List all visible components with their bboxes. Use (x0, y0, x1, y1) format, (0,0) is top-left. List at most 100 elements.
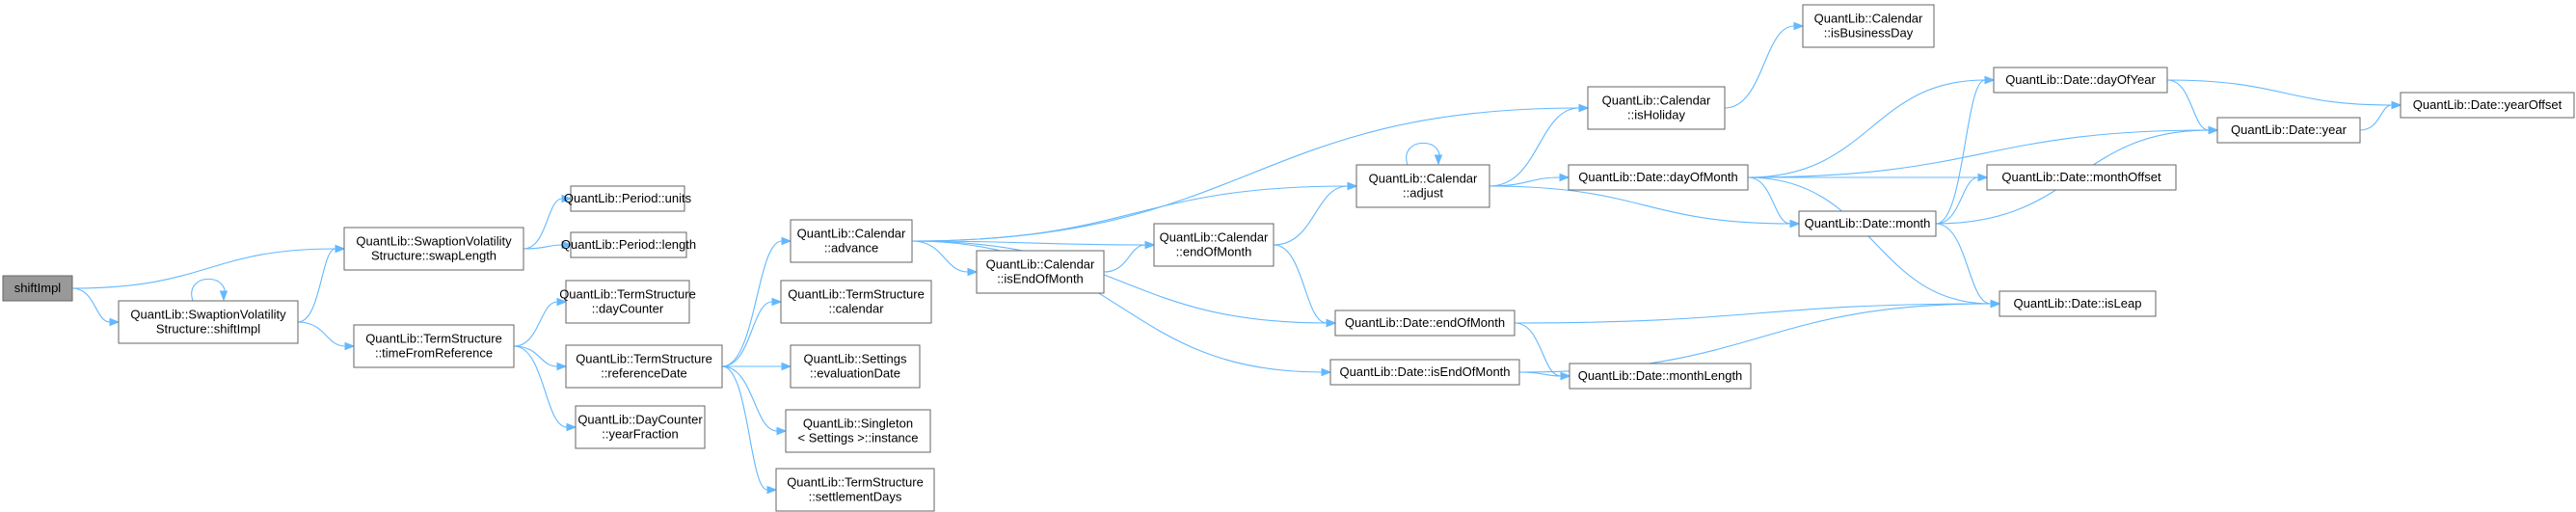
node-label: QuantLib::Calendar (797, 227, 906, 241)
node-cal-isEndOfMonth[interactable]: QuantLib::Calendar::isEndOfMonth (976, 250, 1105, 294)
node-label: QuantLib::Date::endOfMonth (1345, 315, 1505, 330)
arrowhead-icon (967, 267, 979, 277)
node-label: ::isBusinessDay (1824, 26, 1914, 40)
arrowhead-icon (1321, 367, 1332, 377)
edge-line (513, 301, 558, 347)
arrowhead-icon (1144, 240, 1156, 250)
arrowhead-icon (771, 297, 783, 307)
node-label: ::yearFraction (602, 427, 678, 442)
arrowhead-icon (1578, 103, 1590, 113)
node-svs-swapLength[interactable]: QuantLib::SwaptionVolatilityStructure::s… (343, 227, 524, 271)
node-date-endOfMonth[interactable]: QuantLib::Date::endOfMonth (1334, 310, 1516, 337)
edge-line (1273, 185, 1349, 246)
edge-cal_endOfMonth-to-date_endOfMonth (1273, 244, 1337, 328)
node-label: QuantLib::Date::year (2231, 122, 2348, 137)
node-box (2400, 92, 2575, 119)
node-cal-endOfMonth[interactable]: QuantLib::Calendar::endOfMonth (1153, 223, 1275, 267)
node-label: QuantLib::DayCounter (577, 413, 703, 427)
node-ts-calendar[interactable]: QuantLib::TermStructure::calendar (780, 280, 932, 324)
arrowhead-icon (781, 236, 792, 246)
edge-ts_referenceDate-to-singleton_instance (721, 365, 788, 436)
node-settings-evaluationDate[interactable]: QuantLib::Settings::evaluationDate (790, 344, 921, 389)
arrowhead-icon (776, 426, 788, 436)
edge-line (513, 345, 558, 367)
node-box (565, 280, 690, 324)
node-ts-settlementDays[interactable]: QuantLib::TermStructure::settlementDays (775, 468, 935, 512)
edge-line (523, 244, 563, 250)
node-date-yearOffset[interactable]: QuantLib::Date::yearOffset (2400, 92, 2575, 119)
edge-shiftImpl-to-svs_shiftImpl (71, 287, 121, 327)
node-box (1153, 223, 1275, 267)
edge-cal_isEndOfMonth-to-cal_endOfMonth (1103, 240, 1156, 273)
edge-line (1747, 79, 1986, 178)
edges-layer (71, 21, 2402, 495)
node-label: QuantLib::Calendar (986, 257, 1095, 272)
node-label: Structure::swapLength (371, 249, 496, 263)
node-box (976, 250, 1105, 294)
node-cal-advance[interactable]: QuantLib::Calendar::advance (790, 219, 913, 263)
node-label: Structure::shiftImpl (156, 322, 260, 337)
edge-date_dayOfYear-to-date_year (2166, 79, 2219, 135)
node-label: QuantLib::Calendar (1814, 12, 1923, 26)
node-box (570, 185, 685, 212)
edge-line (911, 185, 1349, 242)
node-date-month[interactable]: QuantLib::Date::month (1798, 210, 1937, 237)
arrowhead-icon (1434, 154, 1443, 166)
arrowhead-icon (781, 362, 792, 371)
node-period-length[interactable]: QuantLib::Period::length (561, 231, 696, 258)
node-box (2, 275, 73, 302)
arrowhead-icon (1560, 371, 1571, 381)
arrowhead-icon (1793, 21, 1805, 31)
node-ts-referenceDate[interactable]: QuantLib::TermStructure::referenceDate (565, 344, 723, 389)
edge-line (1935, 223, 1992, 305)
edge-ts_timeFromReference-to-ts_referenceDate (513, 345, 568, 371)
node-cal-isBusinessDay[interactable]: QuantLib::Calendar::isBusinessDay (1802, 4, 1935, 48)
node-label: QuantLib::TermStructure (576, 352, 712, 366)
edge-svs_shiftImpl-to-svs_swapLength (297, 244, 346, 323)
node-date-dayOfMonth[interactable]: QuantLib::Date::dayOfMonth (1568, 164, 1749, 191)
node-box (1999, 290, 2157, 317)
node-label: QuantLib::Date::monthOffset (2001, 170, 2161, 184)
node-cal-adjust[interactable]: QuantLib::Calendar::adjust (1355, 164, 1490, 208)
node-box (1329, 359, 1520, 386)
node-box (1569, 363, 1752, 390)
arrowhead-icon (335, 244, 346, 254)
edge-line (1518, 303, 1992, 373)
arrowhead-icon (2208, 125, 2219, 135)
arrowhead-icon (1347, 181, 1358, 191)
node-shiftImpl[interactable]: shiftImpl (2, 275, 73, 302)
node-ts-dayCounter[interactable]: QuantLib::TermStructure::dayCounter (559, 280, 696, 324)
node-dc-yearFraction[interactable]: QuantLib::DayCounter::yearFraction (575, 405, 706, 449)
edge-line (721, 365, 778, 432)
edge-line (1724, 25, 1795, 109)
node-ts-timeFromReference[interactable]: QuantLib::TermStructure::timeFromReferen… (353, 324, 515, 368)
node-singleton-instance[interactable]: QuantLib::Singleton< Settings >::instanc… (785, 409, 931, 453)
edge-line (1935, 176, 1979, 225)
node-date-isLeap[interactable]: QuantLib::Date::isLeap (1999, 290, 2157, 317)
node-svs-shiftImpl[interactable]: QuantLib::SwaptionVolatilityStructure::s… (118, 300, 299, 344)
node-date-dayOfYear[interactable]: QuantLib::Date::dayOfYear (1993, 67, 2168, 94)
arrowhead-icon (1977, 173, 1989, 182)
edge-cal_endOfMonth-to-cal_adjust (1273, 181, 1358, 246)
node-label: QuantLib::Singleton (803, 417, 913, 431)
node-label: QuantLib::Period::units (564, 191, 692, 205)
node-date-monthOffset[interactable]: QuantLib::Date::monthOffset (1986, 164, 2177, 191)
node-label: ::settlementDays (809, 490, 902, 504)
edge-line (1273, 244, 1328, 324)
edge-date_month-to-date_monthOffset (1935, 173, 1989, 225)
edge-line (523, 198, 563, 250)
edge-date_dayOfYear-to-date_yearOffset (2166, 79, 2402, 110)
edge-line (1747, 176, 1791, 225)
node-date-year[interactable]: QuantLib::Date::year (2216, 117, 2361, 144)
node-period-units[interactable]: QuantLib::Period::units (564, 185, 692, 212)
arrowhead-icon (561, 240, 573, 250)
edge-date_isEndOfMonth-to-date_monthLength (1518, 371, 1571, 381)
node-box (118, 300, 299, 344)
node-date-isEndOfMonth[interactable]: QuantLib::Date::isEndOfMonth (1329, 359, 1520, 386)
edge-date_endOfMonth-to-date_isLeap (1514, 299, 2001, 324)
edge-line (911, 240, 1323, 373)
edge-line (721, 301, 773, 367)
node-cal-isHoliday[interactable]: QuantLib::Calendar::isHoliday (1587, 86, 1726, 130)
node-date-monthLength[interactable]: QuantLib::Date::monthLength (1569, 363, 1752, 390)
